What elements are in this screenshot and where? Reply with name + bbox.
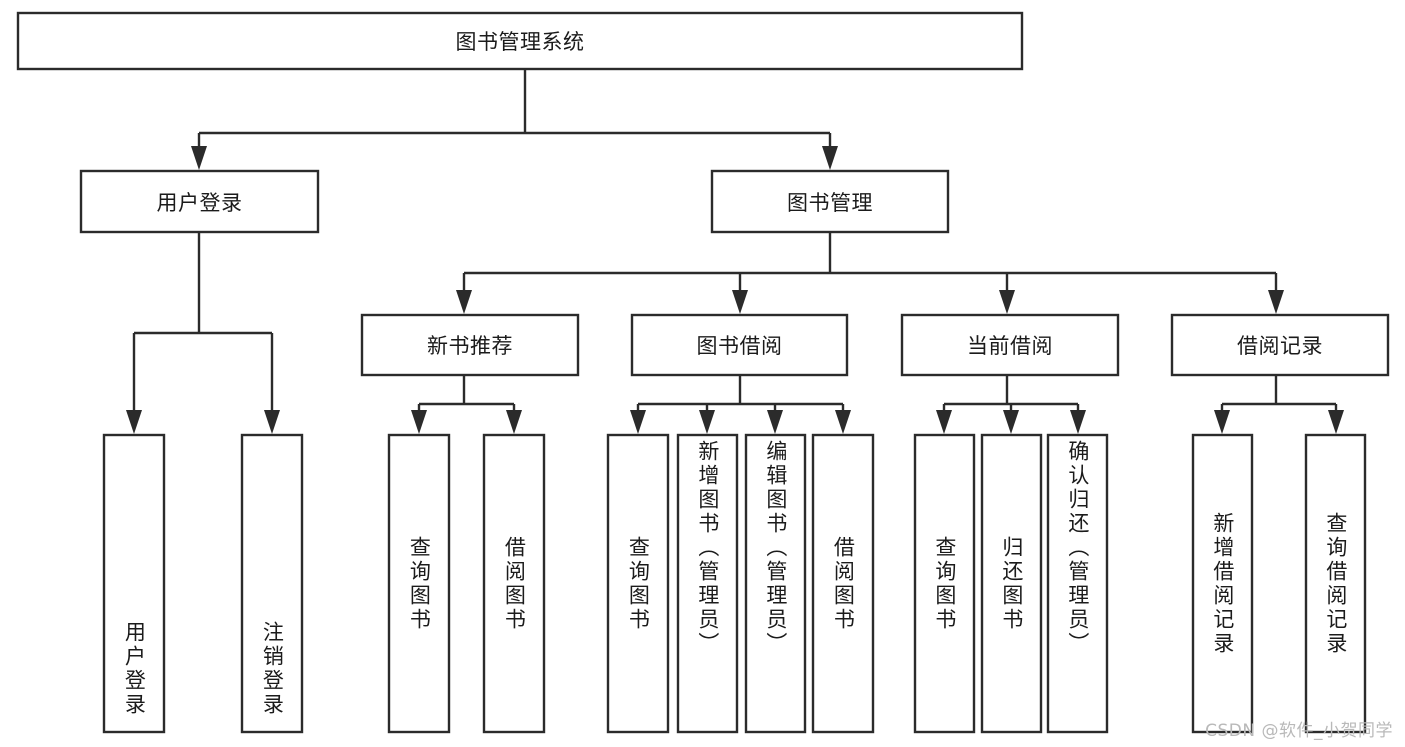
arrowhead-new-book-recommend (456, 290, 472, 314)
node-box-root[interactable] (16, 11, 1024, 71)
arrowhead-leaf-confirm-return-admin (1070, 410, 1086, 434)
node-box-leaf-query-books-3[interactable] (913, 433, 976, 734)
arrowhead-leaf-query-borrow-record (1328, 410, 1344, 434)
node-box-borrow-record[interactable] (1170, 313, 1390, 377)
node-box-leaf-add-borrow-record[interactable] (1191, 433, 1254, 734)
arrowhead-leaf-user-login (126, 410, 142, 434)
node-box-leaf-query-books-1[interactable] (387, 433, 451, 734)
node-box-current-borrow[interactable] (900, 313, 1120, 377)
node-box-leaf-edit-book-admin[interactable] (744, 433, 807, 734)
node-boxes (16, 11, 1390, 734)
node-box-leaf-query-books-2[interactable] (606, 433, 670, 734)
arrowhead-book-management (822, 146, 838, 170)
connectors-bookmgmt-to-level3 (456, 232, 1284, 314)
arrowhead-current-borrow (999, 290, 1015, 314)
arrowhead-leaf-add-book-admin (699, 410, 715, 434)
node-box-book-management[interactable] (710, 169, 950, 234)
node-box-leaf-user-login[interactable] (102, 433, 166, 734)
arrowhead-leaf-edit-book-admin (767, 410, 783, 434)
node-box-new-book-recommend[interactable] (360, 313, 580, 377)
node-box-leaf-confirm-return-admin[interactable] (1046, 433, 1109, 734)
arrowhead-leaf-add-borrow-record (1214, 410, 1230, 434)
node-box-leaf-query-borrow-record[interactable] (1304, 433, 1367, 734)
arrowhead-leaf-borrow-books-2 (835, 410, 851, 434)
connectors-currentborrow-to-leaves (936, 375, 1086, 434)
node-box-user-login[interactable] (79, 169, 320, 234)
node-box-leaf-borrow-books-1[interactable] (482, 433, 546, 734)
connectors-newbook-to-leaves (411, 375, 522, 434)
node-box-leaf-return-books[interactable] (980, 433, 1043, 734)
arrowhead-user-login (191, 146, 207, 170)
node-box-book-borrow[interactable] (630, 313, 849, 377)
node-box-leaf-borrow-books-2[interactable] (811, 433, 875, 734)
arrowhead-leaf-logout (264, 410, 280, 434)
arrowhead-leaf-query-books-3 (936, 410, 952, 434)
arrowhead-borrow-record (1268, 290, 1284, 314)
arrowhead-leaf-query-books-2 (630, 410, 646, 434)
watermark-text: CSDN @软件_小贺同学 (1205, 721, 1393, 741)
arrowhead-leaf-query-books-1 (411, 410, 427, 434)
node-box-leaf-add-book-admin[interactable] (676, 433, 739, 734)
arrowhead-leaf-return-books (1003, 410, 1019, 434)
connectors-root-to-level2 (191, 69, 838, 170)
arrowhead-book-borrow (732, 290, 748, 314)
connectors-borrowrecord-to-leaves (1214, 375, 1344, 434)
connectors-bookborrow-to-leaves (630, 375, 851, 434)
connectors-userlogin-to-leaves (126, 232, 280, 434)
arrowhead-leaf-borrow-books-1 (506, 410, 522, 434)
node-box-leaf-logout[interactable] (240, 433, 304, 734)
